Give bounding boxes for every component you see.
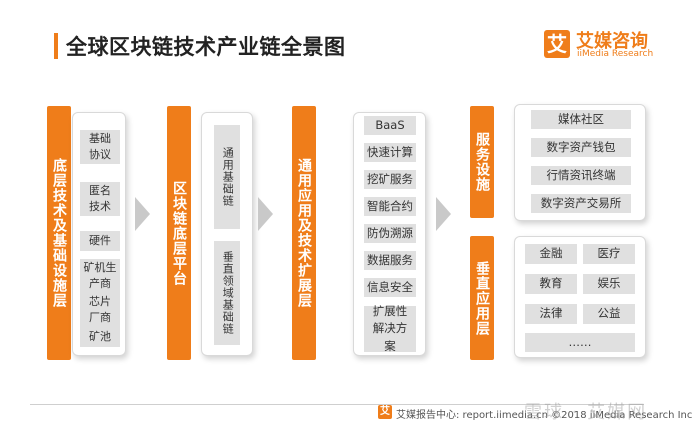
vertical-item: 娱乐	[583, 274, 635, 294]
vertical-item: 医疗	[583, 244, 635, 264]
footer-source-text: 艾媒报告中心: report.iimedia.cn ©2018 iiMedia …	[396, 410, 692, 421]
title-accent-bar	[54, 33, 58, 59]
base-layer-panel: 基础协议 匿名技术 硬件 矿机生产商 芯片厂商 矿池	[72, 112, 126, 356]
tech-item: 防伪溯源	[364, 224, 416, 243]
base-layer-label-box: 底层技术及基础设施层	[47, 106, 71, 360]
tech-layer-label-box: 通用应用及技术扩展层	[292, 106, 316, 360]
logo-name-en: iiMedia Research	[577, 49, 654, 59]
base-item: 芯片厂商	[80, 293, 120, 327]
service-item: 数字资产钱包	[531, 138, 631, 157]
platform-layer-panel: 通用基础链 垂直领域基础链	[201, 112, 253, 356]
tech-item: 挖矿服务	[364, 170, 416, 189]
vertical-item: 公益	[583, 304, 635, 324]
platform-item: 通用基础链	[214, 125, 240, 229]
flow-arrow-icon	[135, 197, 150, 231]
platform-item-label: 通用基础链	[221, 147, 235, 207]
tech-item: 智能合约	[364, 197, 416, 216]
tech-item: 扩展性解决方案	[364, 304, 416, 353]
tech-item: 信息安全	[364, 278, 416, 297]
base-item: 基础协议	[80, 130, 120, 164]
tech-item: 快速计算	[364, 143, 416, 162]
vertical-layer-label: 垂直应用层	[474, 260, 490, 336]
service-layer-panel: 媒体社区 数字资产钱包 行情资讯终端 数字资产交易所	[514, 104, 646, 221]
flow-arrow-icon	[436, 197, 451, 231]
vertical-layer-panel: 金融 医疗 教育 娱乐 法律 公益 ……	[514, 236, 646, 358]
tech-layer-panel: BaaS 快速计算 挖矿服务 智能合约 防伪溯源 数据服务 信息安全 扩展性解决…	[353, 112, 426, 356]
platform-layer-label-box: 区块链底层平台	[167, 106, 191, 360]
footer-divider	[30, 404, 644, 405]
page-title: 全球区块链技术产业链全景图	[66, 35, 346, 59]
base-item: 矿池	[80, 327, 120, 347]
base-item: 矿机生产商	[80, 259, 120, 293]
logo-name-cn: 艾媒咨询	[576, 31, 648, 52]
platform-item: 垂直领域基础链	[214, 241, 240, 345]
service-layer-label-box: 服务设施	[470, 106, 494, 218]
base-item: 匿名技术	[80, 182, 120, 216]
tech-item: 数据服务	[364, 251, 416, 270]
service-item: 数字资产交易所	[531, 194, 631, 213]
logo-icon: 艾	[544, 30, 570, 58]
tech-layer-label: 通用应用及技术扩展层	[296, 158, 312, 308]
platform-item-label: 垂直领域基础链	[221, 251, 235, 335]
vertical-item: 金融	[525, 244, 577, 264]
service-layer-label: 服务设施	[474, 132, 490, 192]
flow-arrow-icon	[258, 197, 273, 231]
base-layer-label: 底层技术及基础设施层	[51, 158, 67, 308]
service-item: 行情资讯终端	[531, 166, 631, 185]
vertical-item: 法律	[525, 304, 577, 324]
watermark: 雪球 · 艾媒网	[524, 402, 648, 423]
vertical-item: ……	[525, 333, 635, 352]
platform-layer-label: 区块链底层平台	[171, 180, 187, 286]
service-item: 媒体社区	[531, 110, 631, 129]
footer-logo-icon: 艾	[378, 405, 392, 419]
tech-item: BaaS	[364, 116, 416, 135]
vertical-item: 教育	[525, 274, 577, 294]
base-item: 硬件	[80, 231, 120, 251]
vertical-layer-label-box: 垂直应用层	[470, 236, 494, 360]
